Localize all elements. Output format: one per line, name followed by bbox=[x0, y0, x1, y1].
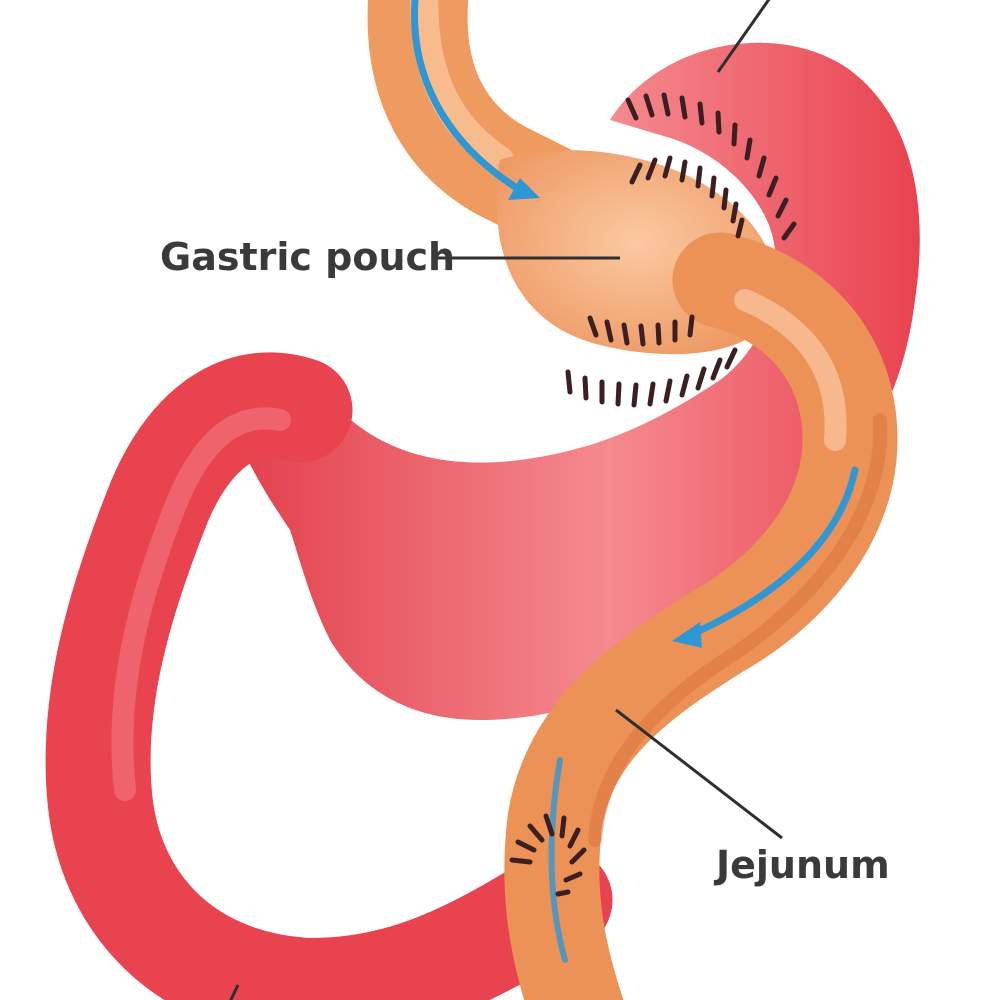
jejunum-limb-highlight bbox=[734, 289, 847, 451]
staple-line-pouch-top bbox=[629, 155, 745, 239]
leader-line-remnant-stomach bbox=[716, 0, 771, 73]
flow-arrow-jejunum bbox=[686, 466, 859, 639]
leader-line-jejunum bbox=[615, 708, 783, 840]
staple-line-remnant-top bbox=[625, 92, 797, 241]
label-jejunum: Jejunum bbox=[713, 843, 890, 887]
duodenum-limb-highlight bbox=[111, 407, 291, 801]
staple-line-pouch-bottom bbox=[587, 314, 695, 347]
label-gastric-pouch: Gastric pouch bbox=[160, 235, 455, 279]
remnant-stomach bbox=[230, 42, 920, 721]
leader-line-duodenum bbox=[229, 984, 240, 1000]
flow-arrow-esophagus bbox=[410, 0, 524, 194]
flow-arrowhead-esophagus bbox=[508, 178, 540, 200]
staple-line-remnant-bottom bbox=[565, 347, 738, 408]
esophagus-highlight bbox=[410, 0, 514, 174]
duodenum-limb bbox=[45, 352, 613, 1000]
flow-arrowhead-jejunum bbox=[672, 622, 702, 648]
jejunum-limb-shadow bbox=[588, 413, 888, 847]
flow-arrow-lower bbox=[548, 757, 568, 963]
staple-line-anastomosis bbox=[509, 813, 587, 897]
